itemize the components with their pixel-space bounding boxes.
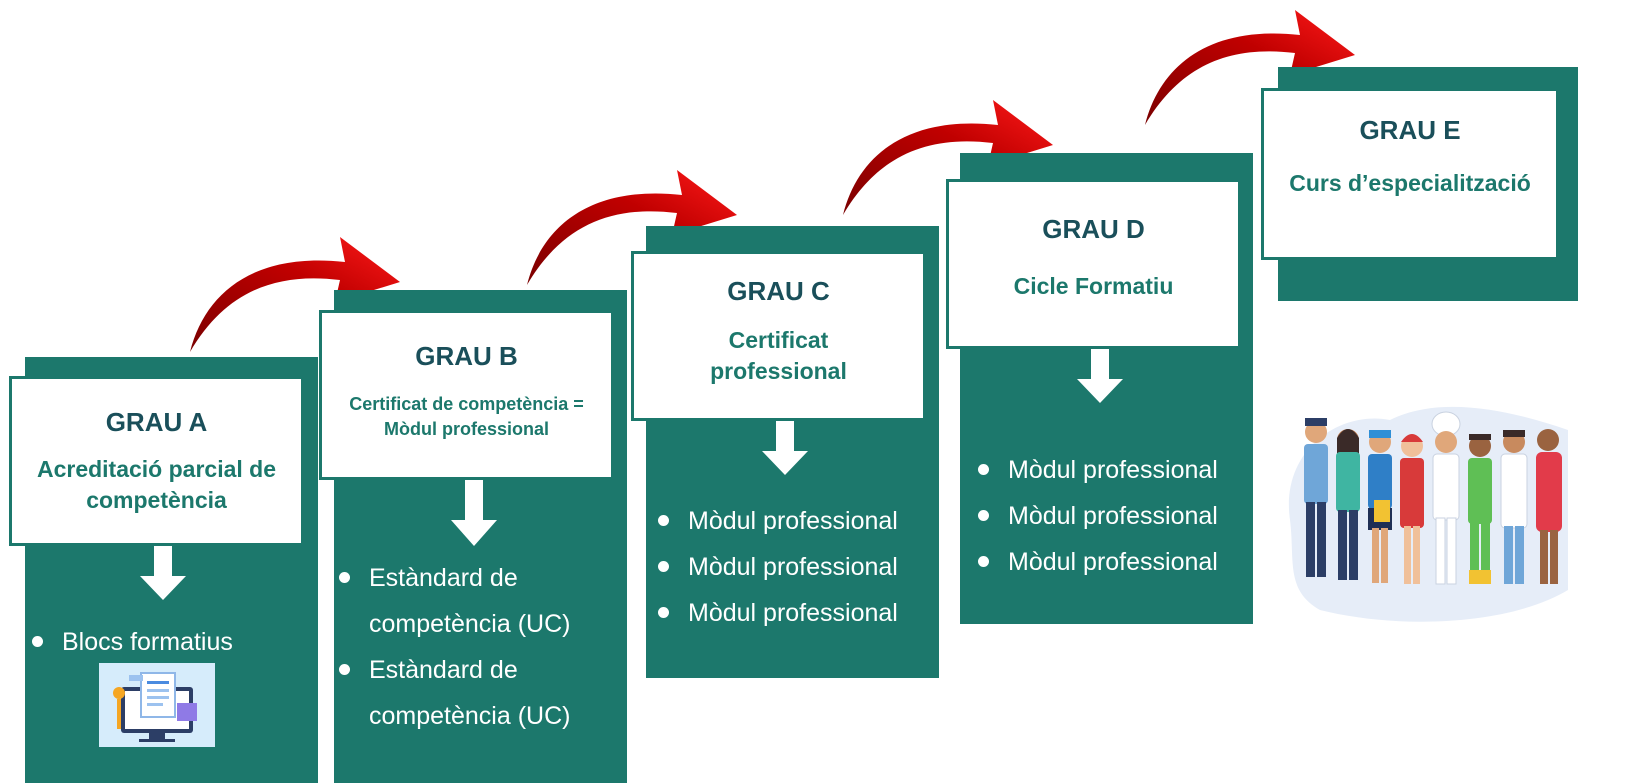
grau-c-card: GRAU C Certificat professional — [631, 251, 926, 421]
grau-e-card: GRAU E Curs d’especialització — [1261, 88, 1559, 260]
list-item: Estàndard de competència (UC) — [337, 647, 622, 739]
curved-arrow-icon — [843, 100, 1053, 215]
down-arrow-icon — [1077, 349, 1123, 403]
grau-e-title: GRAU E — [1359, 115, 1461, 145]
down-arrow-icon — [762, 421, 808, 475]
grau-a-subtitle: Acreditació parcial de competència — [36, 456, 277, 513]
list-item: Mòdul professional — [976, 493, 1251, 539]
grau-b-items: Estàndard de competència (UC) Estàndard … — [337, 555, 622, 739]
grau-c-title: GRAU C — [727, 276, 830, 306]
grau-a-title: GRAU A — [105, 407, 208, 437]
grau-e-subtitle: Curs d’especialització — [1289, 170, 1531, 196]
list-item: Mòdul professional — [656, 590, 936, 636]
grau-d-title: GRAU D — [1042, 214, 1145, 244]
grau-d-card: GRAU D Cicle Formatiu — [946, 179, 1241, 349]
curved-arrow-icon — [527, 170, 737, 285]
grau-a-card: GRAU A Acreditació parcial de competènci… — [9, 376, 304, 546]
grau-b-subtitle: Certificat de competència = Mòdul profes… — [349, 394, 584, 439]
curved-arrow-icon — [190, 237, 400, 352]
curved-arrow-icon — [1145, 10, 1355, 125]
list-item: Mòdul professional — [656, 498, 936, 544]
list-item: Estàndard de competència (UC) — [337, 555, 622, 647]
grau-d-subtitle: Cicle Formatiu — [1013, 273, 1174, 299]
grau-d-items: Mòdul professional Mòdul professional Mò… — [976, 447, 1251, 585]
down-arrow-icon — [451, 480, 497, 546]
grau-c-subtitle: Certificat professional — [710, 327, 847, 384]
grau-c-items: Mòdul professional Mòdul professional Mò… — [656, 498, 936, 636]
computer-document-icon — [99, 663, 215, 747]
grau-b-title: GRAU B — [415, 341, 518, 371]
list-item: Mòdul professional — [976, 447, 1251, 493]
down-arrow-icon — [140, 546, 186, 600]
list-item: Blocs formatius — [30, 625, 315, 659]
professionals-group-illustration — [1288, 406, 1568, 622]
list-item: Mòdul professional — [976, 539, 1251, 585]
list-item: Mòdul professional — [656, 544, 936, 590]
grau-a-items: Blocs formatius — [30, 625, 315, 659]
grau-b-card: GRAU B Certificat de competència = Mòdul… — [319, 310, 614, 480]
